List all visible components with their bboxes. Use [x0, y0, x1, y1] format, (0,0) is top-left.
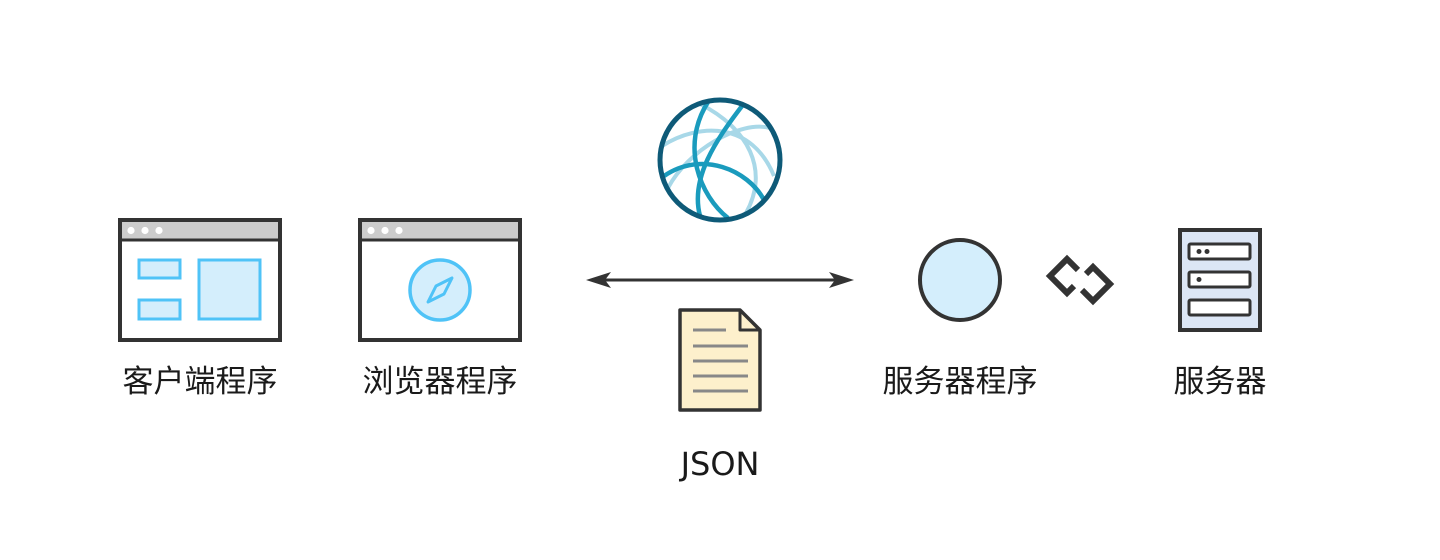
browser-compass-icon	[358, 218, 522, 342]
server-program-label: 服务器程序	[882, 364, 1038, 400]
json-label: JSON	[680, 445, 760, 483]
circle-node-icon	[918, 238, 1002, 322]
document-icon	[678, 308, 762, 412]
globe-icon	[657, 97, 783, 223]
browser-program-label: 浏览器程序	[362, 364, 518, 400]
double-arrow-icon	[586, 272, 854, 288]
client-program-label: 客户端程序	[122, 364, 278, 400]
server-label: 服务器	[1173, 364, 1267, 400]
app-window-icon	[118, 218, 282, 342]
link-chain-icon	[1045, 254, 1115, 306]
server-rack-icon	[1178, 228, 1262, 332]
